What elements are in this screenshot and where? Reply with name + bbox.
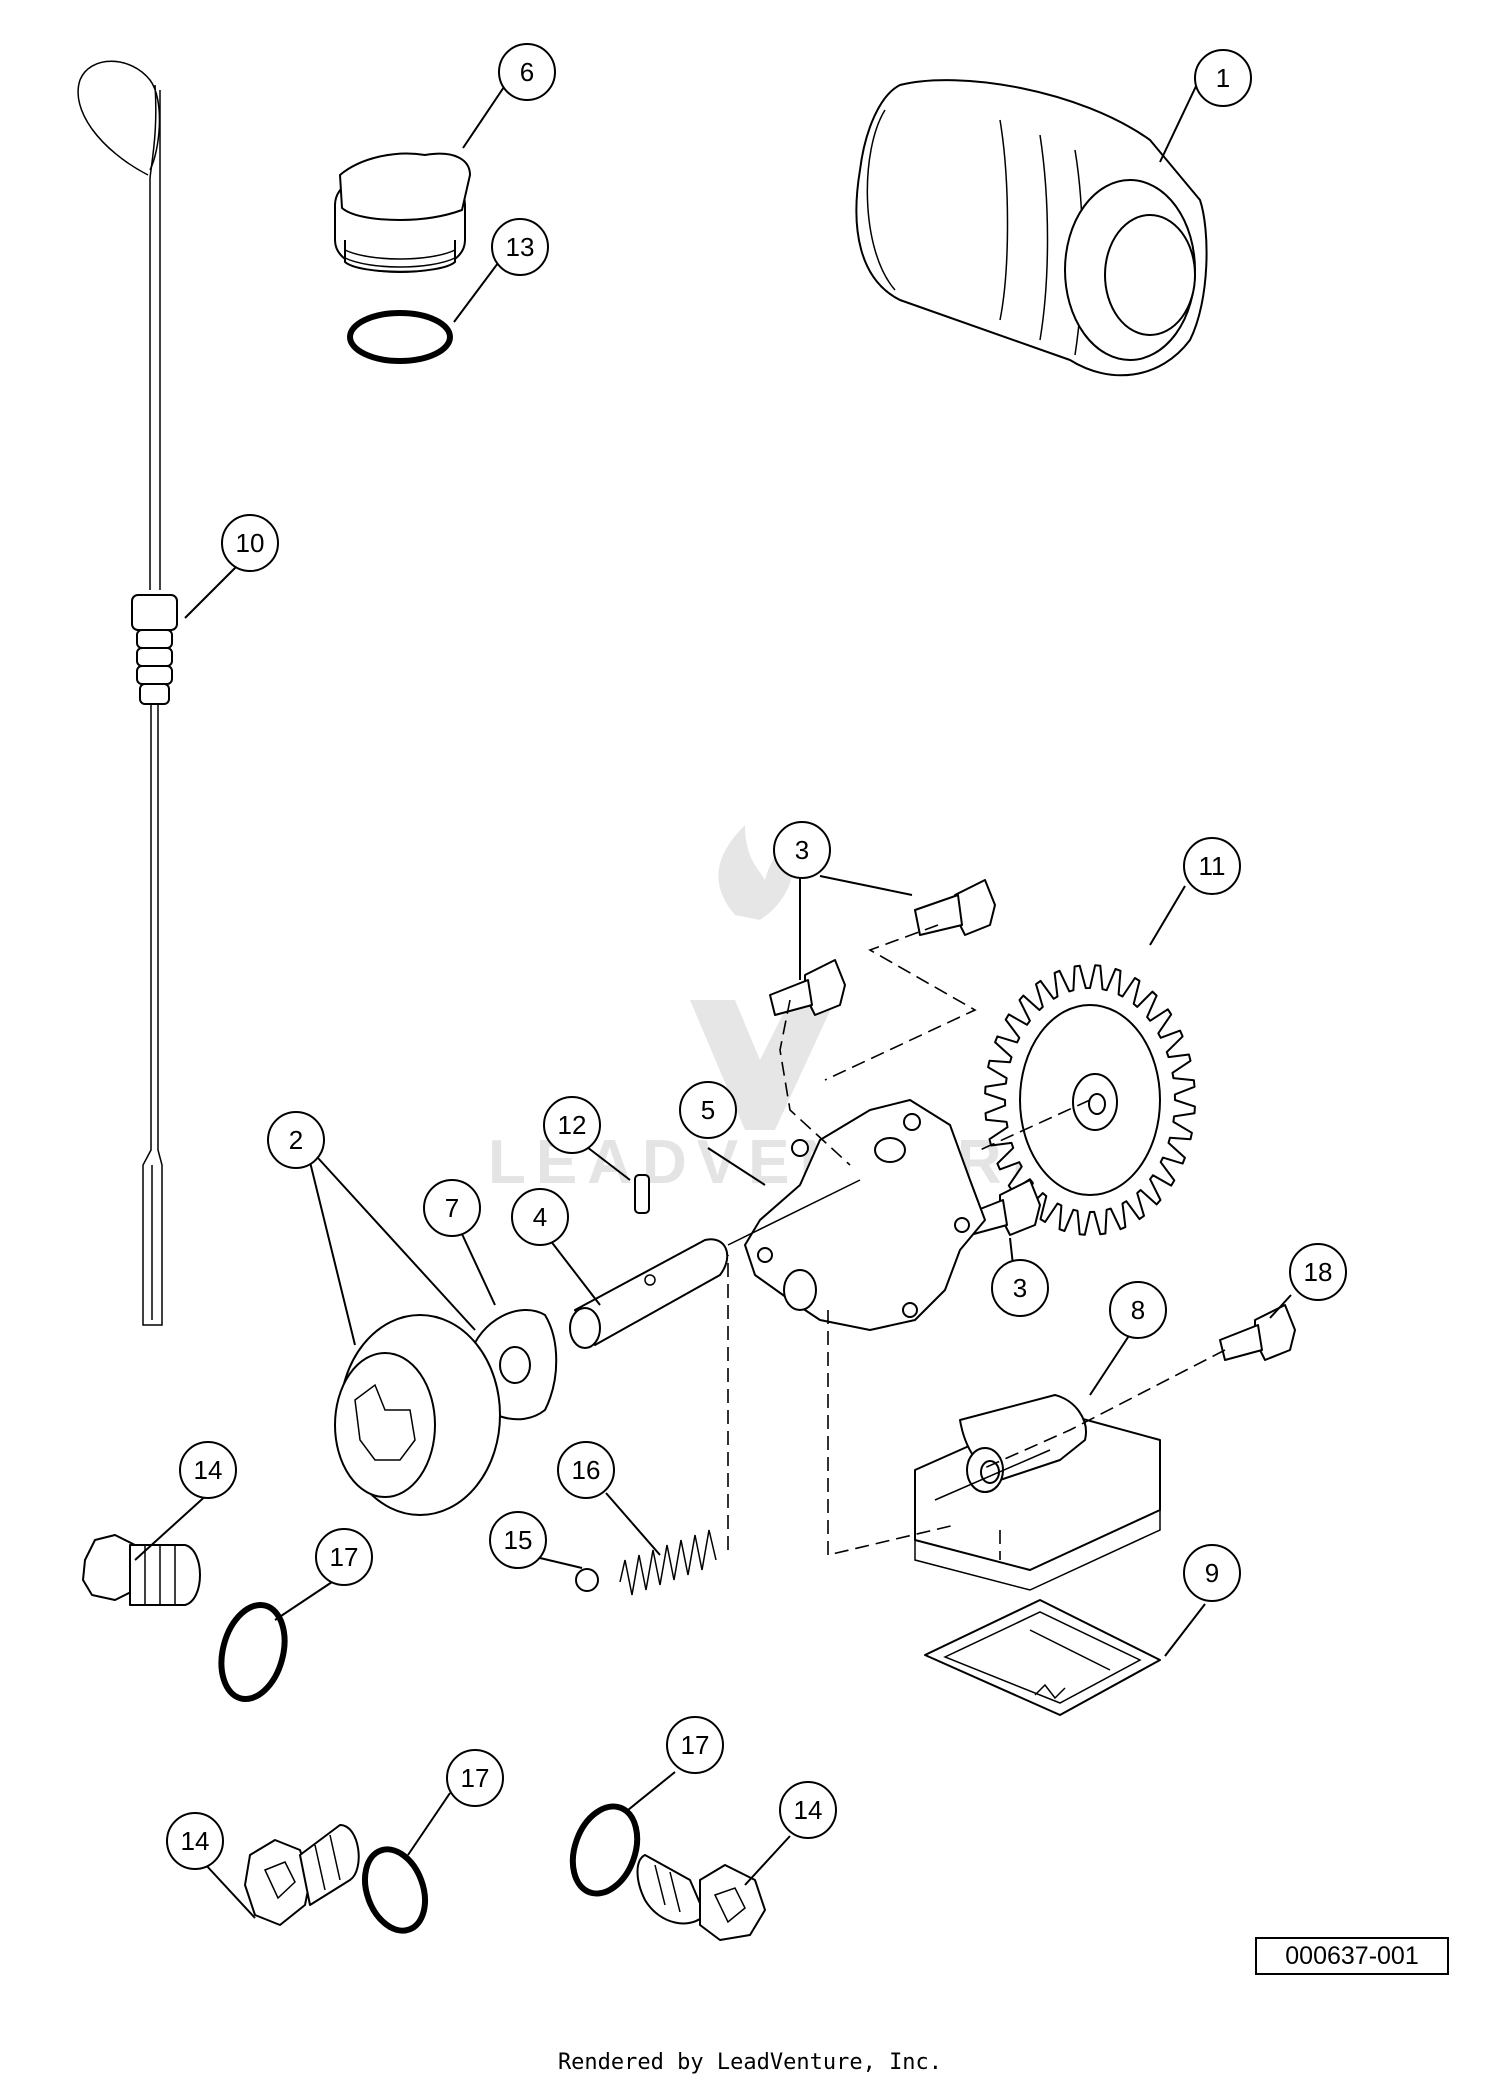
part-relief-spring <box>619 1529 717 1596</box>
svg-text:15: 15 <box>504 1525 533 1555</box>
svg-text:8: 8 <box>1131 1295 1145 1325</box>
callout-4: 4 <box>511 1188 569 1246</box>
svg-text:10: 10 <box>236 528 265 558</box>
callout-3-upper: 3 <box>773 821 831 879</box>
svg-text:2: 2 <box>289 1125 303 1155</box>
svg-text:13: 13 <box>506 232 535 262</box>
part-oring-17-upper <box>218 1601 288 1703</box>
svg-text:17: 17 <box>330 1542 359 1572</box>
part-oring-17-lower-right <box>569 1803 641 1897</box>
svg-text:4: 4 <box>533 1202 547 1232</box>
svg-text:17: 17 <box>681 1730 710 1760</box>
callout-18: 18 <box>1289 1243 1347 1301</box>
callout-6: 6 <box>498 43 556 101</box>
part-bolt-3-upper <box>914 879 996 936</box>
svg-text:3: 3 <box>1013 1273 1027 1303</box>
svg-text:16: 16 <box>572 1455 601 1485</box>
callout-5: 5 <box>679 1081 737 1139</box>
callout-8: 8 <box>1109 1281 1167 1339</box>
part-oring-13 <box>347 310 453 364</box>
callout-17-upper: 17 <box>315 1528 373 1586</box>
part-bolt-3-middle <box>769 959 846 1016</box>
svg-text:11: 11 <box>1199 851 1226 881</box>
alignment-lines <box>727 924 1226 1560</box>
part-dipstick <box>77 60 178 1326</box>
svg-text:12: 12 <box>558 1110 587 1140</box>
svg-text:14: 14 <box>194 1455 223 1485</box>
svg-text:6: 6 <box>520 57 534 87</box>
callout-13: 13 <box>491 218 549 276</box>
part-oil-fill-cap <box>334 152 471 273</box>
callout-14-lower-right: 14 <box>779 1781 837 1839</box>
callout-14-lower-left: 14 <box>166 1812 224 1870</box>
part-strainer-housing <box>914 1394 1161 1591</box>
svg-text:14: 14 <box>181 1826 210 1856</box>
svg-text:14: 14 <box>794 1795 823 1825</box>
part-drain-plug-lower-left <box>244 1824 360 1926</box>
svg-text:9: 9 <box>1205 1558 1219 1588</box>
part-drain-plug-upper <box>82 1534 201 1606</box>
callout-3-lower: 3 <box>991 1259 1049 1317</box>
svg-text:3: 3 <box>795 835 809 865</box>
callout-2: 2 <box>267 1111 325 1169</box>
render-credit: Rendered by LeadVenture, Inc. <box>557 2050 943 2075</box>
svg-text:1: 1 <box>1216 63 1230 93</box>
callout-9: 9 <box>1183 1544 1241 1602</box>
svg-text:18: 18 <box>1304 1257 1333 1287</box>
callout-17-lower-right: 17 <box>666 1716 724 1774</box>
part-bolt-18 <box>1219 1304 1296 1361</box>
part-outer-rotor <box>334 1314 501 1516</box>
callout-10: 10 <box>221 514 279 572</box>
callout-16: 16 <box>557 1441 615 1499</box>
callout-14-upper: 14 <box>179 1441 237 1499</box>
part-oil-screen <box>924 1599 1161 1716</box>
svg-text:17: 17 <box>461 1763 490 1793</box>
callout-17-lower-left: 17 <box>446 1749 504 1807</box>
part-pump-shaft <box>569 1238 729 1349</box>
reference-number: 000637-001 <box>1255 1937 1449 1975</box>
svg-text:7: 7 <box>445 1193 459 1223</box>
part-oring-17-lower-left <box>362 1846 428 1934</box>
callout-12: 12 <box>543 1096 601 1154</box>
callout-1: 1 <box>1194 49 1252 107</box>
callout-15: 15 <box>489 1511 547 1569</box>
callout-7: 7 <box>423 1179 481 1237</box>
svg-text:5: 5 <box>701 1095 715 1125</box>
part-oil-filter <box>855 79 1208 377</box>
part-relief-ball <box>575 1568 599 1592</box>
part-pin <box>634 1174 650 1214</box>
part-drain-plug-lower-right <box>636 1854 766 1941</box>
part-pump-cover-plate <box>744 1099 986 1331</box>
callout-11: 11 <box>1183 837 1241 895</box>
